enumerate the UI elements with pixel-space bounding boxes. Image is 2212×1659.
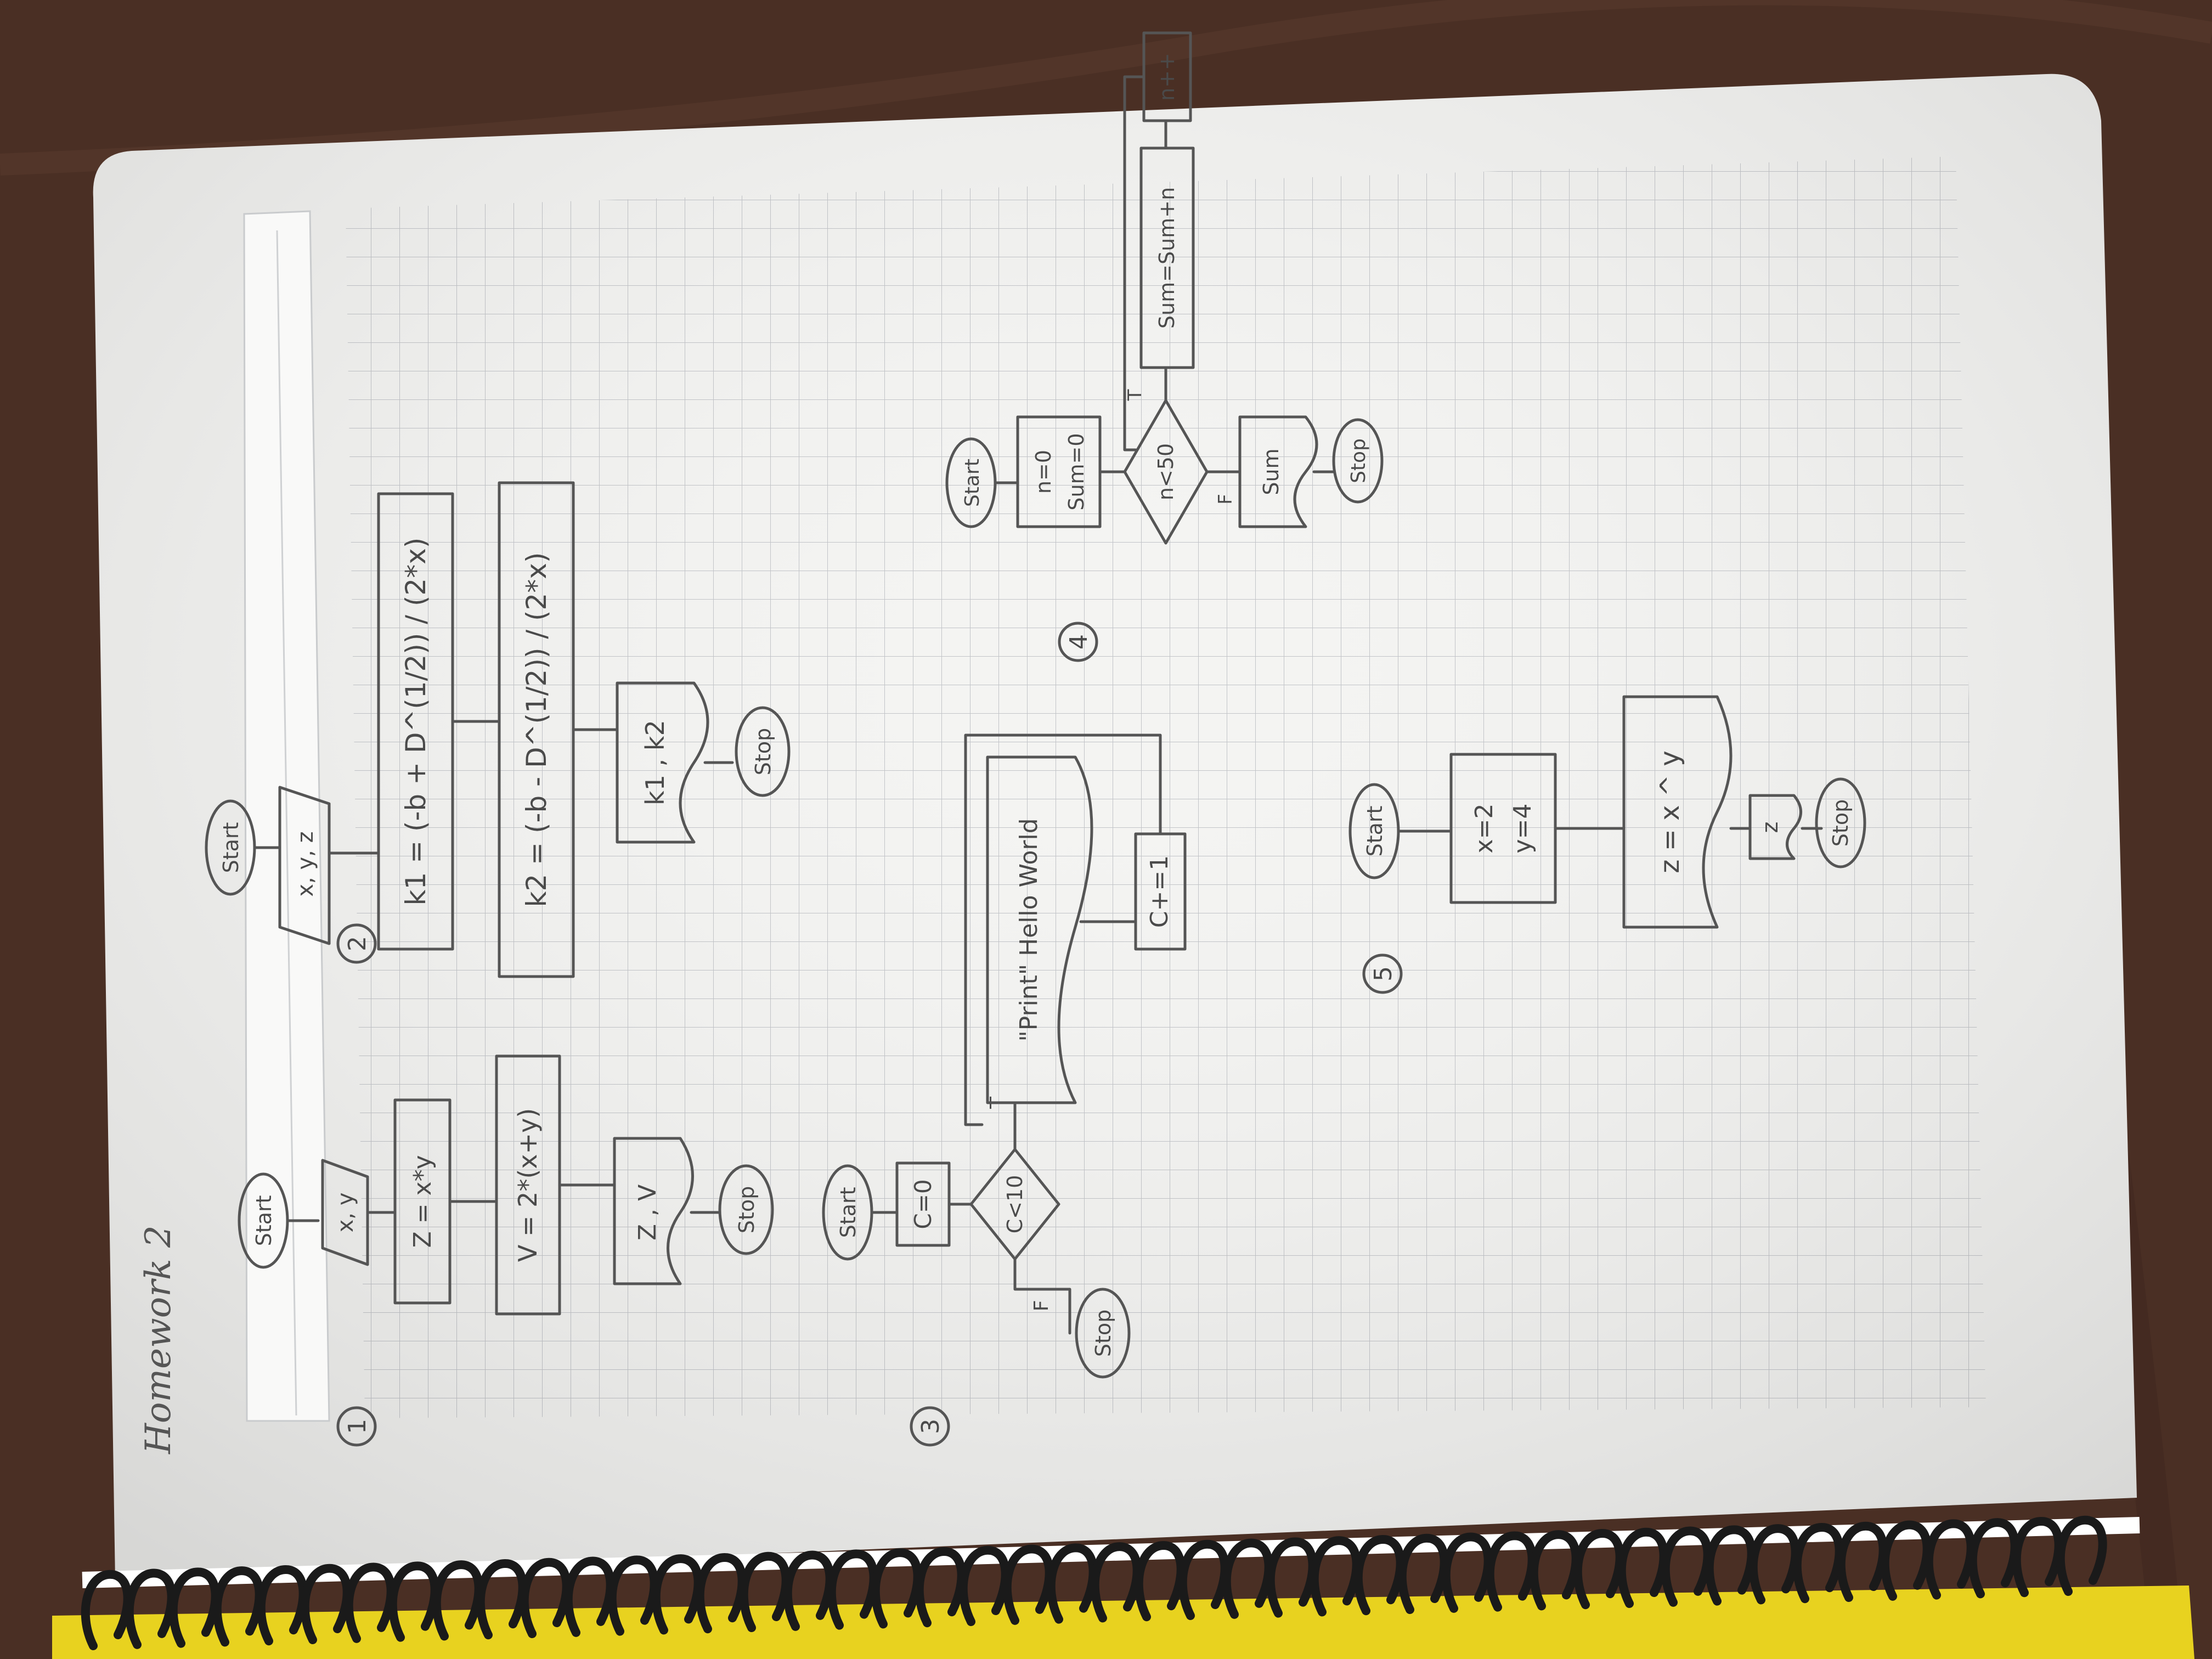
d5-start-label: Start	[1363, 806, 1387, 857]
d2-output-doc	[616, 681, 709, 844]
d5-init-2-label: y=4	[1509, 804, 1537, 854]
d3-start-label: Start	[836, 1187, 860, 1238]
page-heading: Homework 2	[138, 1225, 179, 1454]
d4-stop-terminal	[1332, 418, 1384, 504]
flowchart-5: 5 Start x=2 y=4 z = x ^ y z Stop	[1348, 695, 1866, 994]
d1-input-label: x, y	[333, 1193, 358, 1233]
d5-stop-terminal	[1815, 777, 1866, 868]
spiral-coil	[2056, 1515, 2107, 1596]
d4-true-label: T	[1124, 389, 1146, 401]
d1-output-doc	[613, 1137, 694, 1285]
notebook-page	[82, 74, 2140, 1588]
d4-stop-label: Stop	[1347, 438, 1370, 483]
flowchart-3: 3 Start C=0 C<10 F T Stop "Print" Hello …	[822, 733, 1187, 1447]
d5-process-doc	[1622, 695, 1733, 929]
d1-stop-label: Stop	[735, 1186, 759, 1233]
diagram-5-number: 5	[1369, 966, 1397, 981]
d2-process-2-label: k2 = (-b - D^(1/2)) / (2*x)	[521, 552, 552, 907]
d3-stop-terminal	[1075, 1288, 1131, 1379]
flowchart-4: 4 Start n=0 Sum=0 n<50 T F Sum=Sum+n n++…	[945, 31, 1384, 662]
d1-process-1-label: Z = x*y	[409, 1155, 437, 1248]
d1-process-2-label: V = 2*(x+y)	[513, 1108, 543, 1262]
d3-output-label: "Print" Hello World	[1015, 818, 1043, 1041]
d5-stop-label: Stop	[1829, 799, 1853, 847]
d2-output-label: k1 , k2	[640, 720, 670, 805]
flowchart-2: 2 Start x, y, z k1 = (-b + D^(1/2)) / (2…	[205, 481, 791, 978]
d5-process-label: z = x ^ y	[1655, 751, 1685, 873]
d4-output-doc	[1238, 415, 1318, 528]
diagram-2-number: 2	[343, 936, 371, 951]
d1-input-box	[321, 1159, 369, 1266]
d3-increment-label: C+=1	[1146, 855, 1173, 928]
notebook-cover	[52, 1585, 2194, 1659]
d4-false-label: F	[1215, 494, 1237, 505]
d3-condition	[969, 1148, 1060, 1261]
d2-input-label: x, y, z	[293, 831, 318, 896]
d4-sum-process-label: Sum=Sum+n	[1155, 187, 1179, 329]
d5-output-label: z	[1758, 822, 1783, 833]
d4-start-label: Start	[961, 459, 984, 507]
d5-output-doc	[1748, 794, 1802, 860]
d4-init-2-label: Sum=0	[1064, 433, 1088, 510]
d1-stop-terminal	[718, 1164, 774, 1255]
d1-output-label: Z , V	[634, 1184, 662, 1240]
diagram-4-number: 4	[1065, 634, 1093, 650]
d4-init-1-label: n=0	[1031, 450, 1056, 494]
d3-output-doc	[986, 755, 1093, 1104]
d2-process-1-label: k1 = (-b + D^(1/2)) / (2*x)	[400, 538, 432, 906]
diagram-3-number: 3	[917, 1419, 945, 1434]
d3-false-label: F	[1030, 1300, 1053, 1312]
d5-init-1-label: x=2	[1470, 804, 1498, 854]
d2-start-label: Start	[219, 822, 243, 873]
d4-increment-label: n++	[1155, 53, 1179, 101]
spiral-binding	[81, 1515, 2107, 1650]
d1-start-label: Start	[252, 1195, 276, 1246]
d2-stop-label: Stop	[751, 728, 775, 775]
diagram-1-number: 1	[343, 1419, 371, 1434]
d2-input-box	[278, 786, 331, 945]
d4-condition-label: n<50	[1154, 443, 1178, 500]
d4-output-label: Sum	[1259, 448, 1283, 495]
d3-condition-label: C<10	[1003, 1175, 1027, 1234]
flowchart-1: 1 Start x, y Z = x*y V = 2*(x+y) Z , V S…	[238, 1054, 774, 1447]
d3-init-label: C=0	[910, 1179, 936, 1229]
d3-stop-label: Stop	[1091, 1310, 1115, 1357]
handwritten-content: Homework 2 1 Start x, y Z = x*y V = 2*(x…	[138, 31, 1866, 1454]
d2-stop-terminal	[735, 706, 791, 797]
